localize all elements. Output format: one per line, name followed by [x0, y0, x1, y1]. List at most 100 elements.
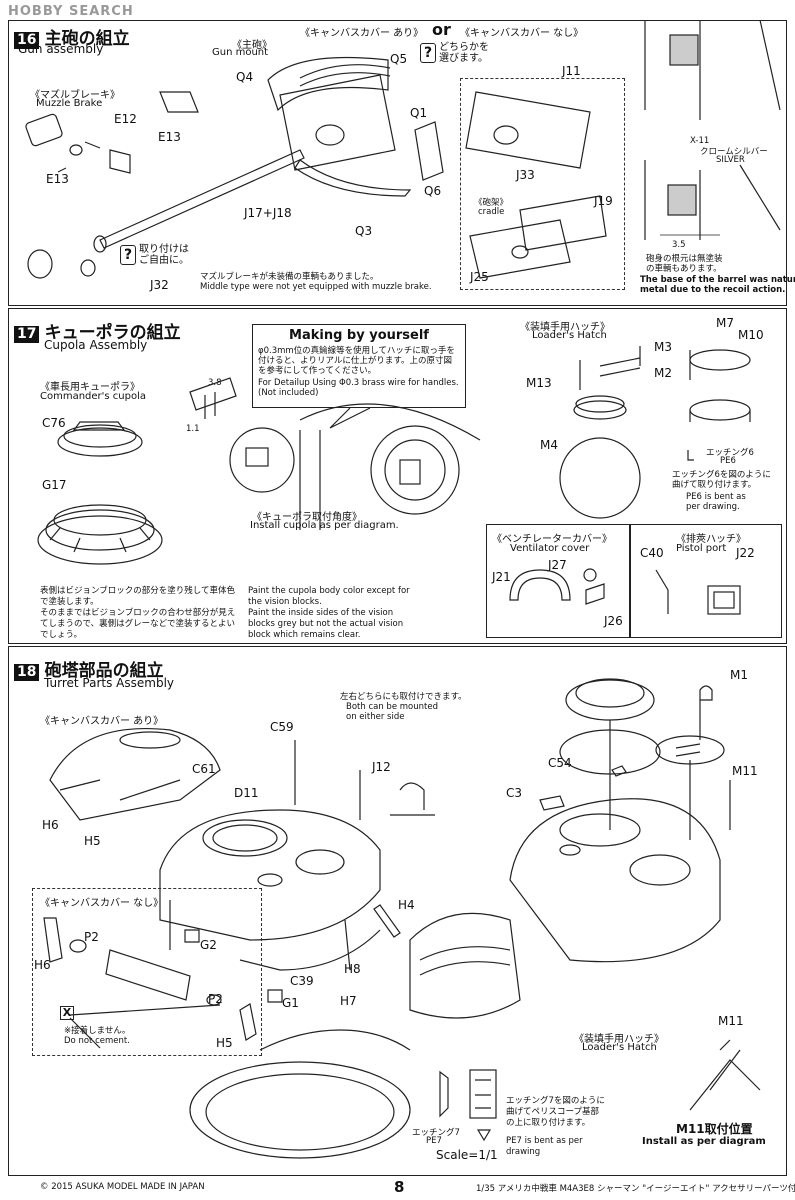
- cradle-label-jp: 《砲架》: [474, 198, 509, 208]
- part-label-p2a: P2: [84, 930, 99, 944]
- part-label-j33: J33: [516, 168, 535, 182]
- paint-name-jp: クロームシルバー: [700, 147, 768, 157]
- either-side-en: Both can be mounted on either side: [346, 702, 438, 722]
- muzzle-brake-jp: 《マズルブレーキ》: [30, 90, 120, 101]
- part-label-j19: J19: [594, 194, 613, 208]
- step-title-en: Turret Parts Assembly: [44, 676, 175, 690]
- paint-code: X-11: [690, 136, 710, 146]
- part-label-j12: J12: [372, 760, 391, 774]
- footer-product-name: 1/35 アメリカ中戦車 M4A3E8 シャーマン "イージーエイト" アクセサ…: [476, 1184, 795, 1194]
- part-label-h7: H7: [340, 994, 357, 1008]
- dim-1-1: 1.1: [186, 424, 200, 434]
- step17-panel: [8, 308, 787, 644]
- m11-position-en: Install as per diagram: [642, 1136, 766, 1147]
- footer-page-number: 8: [394, 1178, 405, 1196]
- loader-hatch-jp: 《装填手用ハッチ》: [520, 322, 610, 333]
- part-label-e13b: E13: [46, 172, 69, 186]
- or-label: or: [432, 20, 451, 39]
- step-title-jp: 砲塔部品の組立: [44, 661, 164, 681]
- part-label-j22: J22: [736, 546, 755, 560]
- etch6-en: PE6: [720, 456, 736, 466]
- paint-name-en: SILVER: [716, 155, 745, 165]
- part-label-c40: C40: [640, 546, 664, 560]
- etch6-note-en: PE6 is bent as per drawing.: [686, 492, 746, 512]
- cupola-angle-en: Install cupola as per diagram.: [250, 520, 399, 531]
- step-title-jp: キューポラの組立: [44, 323, 181, 343]
- etch6-note-jp: エッチング6を図のように 曲げて取り付けます。: [672, 470, 771, 490]
- pistol-port-jp: 《排莢ハッチ》: [676, 534, 746, 545]
- step-number: 18: [14, 664, 40, 681]
- step-title-en: Cupola Assembly: [44, 338, 148, 352]
- muzzle-brake-en: Muzzle Brake: [36, 98, 103, 109]
- canvas-on-label: 《キャンバスカバー あり》: [300, 28, 424, 39]
- barrel-note-en: The base of the barrel was natural metal…: [640, 275, 795, 295]
- part-label-c3: C3: [506, 786, 523, 800]
- no-cement-jp: ※接着しません。: [64, 1026, 131, 1036]
- part-label-h6-top: H6: [42, 818, 59, 832]
- pistol-port-box: [630, 524, 782, 638]
- part-label-m13: M13: [526, 376, 552, 390]
- part-label-j11: J11: [562, 64, 581, 78]
- cupola-paint-en: Paint the cupola body color except for t…: [248, 586, 410, 640]
- step-number: 16: [14, 32, 40, 49]
- step17-drawings: [37, 346, 751, 615]
- part-label-g17: G17: [42, 478, 67, 492]
- part-label-m4: M4: [540, 438, 558, 452]
- scale-label: Scale=1/1: [436, 1148, 498, 1162]
- part-label-g2: G2: [200, 938, 217, 952]
- making-yourself-box: Making by yourself φ0.3mm位の真鍮線等を使用してハッチに…: [252, 324, 466, 408]
- part-label-c61: C61: [192, 762, 216, 776]
- part-label-h5-top: H5: [84, 834, 101, 848]
- commander-cupola-en: Commander's cupola: [40, 391, 147, 402]
- part-label-h5: H5: [216, 1036, 233, 1050]
- no-cement-icon: X: [60, 1006, 74, 1020]
- canvas-off-option-box: [460, 78, 625, 290]
- step17-title: 17 キューポラの組立: [14, 318, 181, 343]
- choose-note: ? どちらかを 選びます。: [420, 42, 489, 64]
- m11-position-jp: M11取付位置: [676, 1122, 753, 1136]
- part-label-c54: C54: [548, 756, 572, 770]
- middle-type-jp: マズルブレーキが未装備の車輌もありました。: [200, 272, 379, 282]
- either-side-jp: 左右どちらにも取付けできます。: [340, 692, 467, 702]
- part-label-d11: D11: [234, 786, 259, 800]
- gun-mount-label-jp: 《主砲》: [232, 40, 272, 51]
- canvas-off-option-box: [32, 888, 262, 1056]
- step18-title: 18 砲塔部品の組立: [14, 656, 164, 681]
- part-label-j32: J32: [150, 278, 169, 292]
- cradle-label-en: cradle: [478, 207, 505, 217]
- part-label-m2: M2: [654, 366, 672, 380]
- etch7-en: PE7: [426, 1136, 442, 1146]
- making-text-en: For Detailup Using Φ0.3 brass wire for h…: [258, 378, 459, 398]
- part-label-j17-j18: J17+J18: [244, 206, 292, 220]
- etch7-note-jp: エッチング7を図のように 曲げてペリスコープ基部 の上に取り付けます。: [506, 1096, 605, 1128]
- part-label-m7: M7: [716, 316, 734, 330]
- part-label-h8: H8: [344, 962, 361, 976]
- part-label-h4: H4: [398, 898, 415, 912]
- part-label-e12: E12: [114, 112, 137, 126]
- part-label-m1: M1: [730, 668, 748, 682]
- part-label-j21: J21: [492, 570, 511, 584]
- step-number: 17: [14, 326, 40, 343]
- part-label-g1: G1: [282, 996, 299, 1010]
- canvas-on-label: 《キャンバスカバー あり》: [40, 716, 164, 727]
- part-label-c39: C39: [290, 974, 314, 988]
- choose-text: どちらかを 選びます。: [439, 42, 489, 64]
- canvas-off-label: 《キャンバスカバー なし》: [460, 28, 584, 39]
- commander-cupola-jp: 《車長用キューポラ》: [40, 382, 140, 393]
- ventilator-en: Ventilator cover: [510, 543, 590, 554]
- step16-panel: [8, 20, 787, 306]
- pistol-port-en: Pistol port: [676, 543, 727, 554]
- ventilator-box: [486, 524, 630, 638]
- part-label-e13a: E13: [158, 130, 181, 144]
- cupola-paint-jp: 表側はビジョンブロックの部分を塗り残して車体色で塗装します。 そのままではビジョ…: [40, 586, 236, 640]
- making-title: Making by yourself: [289, 328, 429, 343]
- question-icon: ?: [120, 245, 136, 265]
- loader-hatch-jp: 《装填手用ハッチ》: [574, 1034, 664, 1045]
- part-label-q1: Q1: [410, 106, 428, 120]
- etch6-jp: エッチング6: [706, 448, 754, 458]
- etch7-jp: エッチング7: [412, 1128, 460, 1138]
- attach-free-text: 取り付けは ご自由に。: [139, 244, 189, 266]
- part-label-c59: C59: [270, 720, 294, 734]
- hobby-search-logo: HOBBY SEARCH: [8, 4, 134, 19]
